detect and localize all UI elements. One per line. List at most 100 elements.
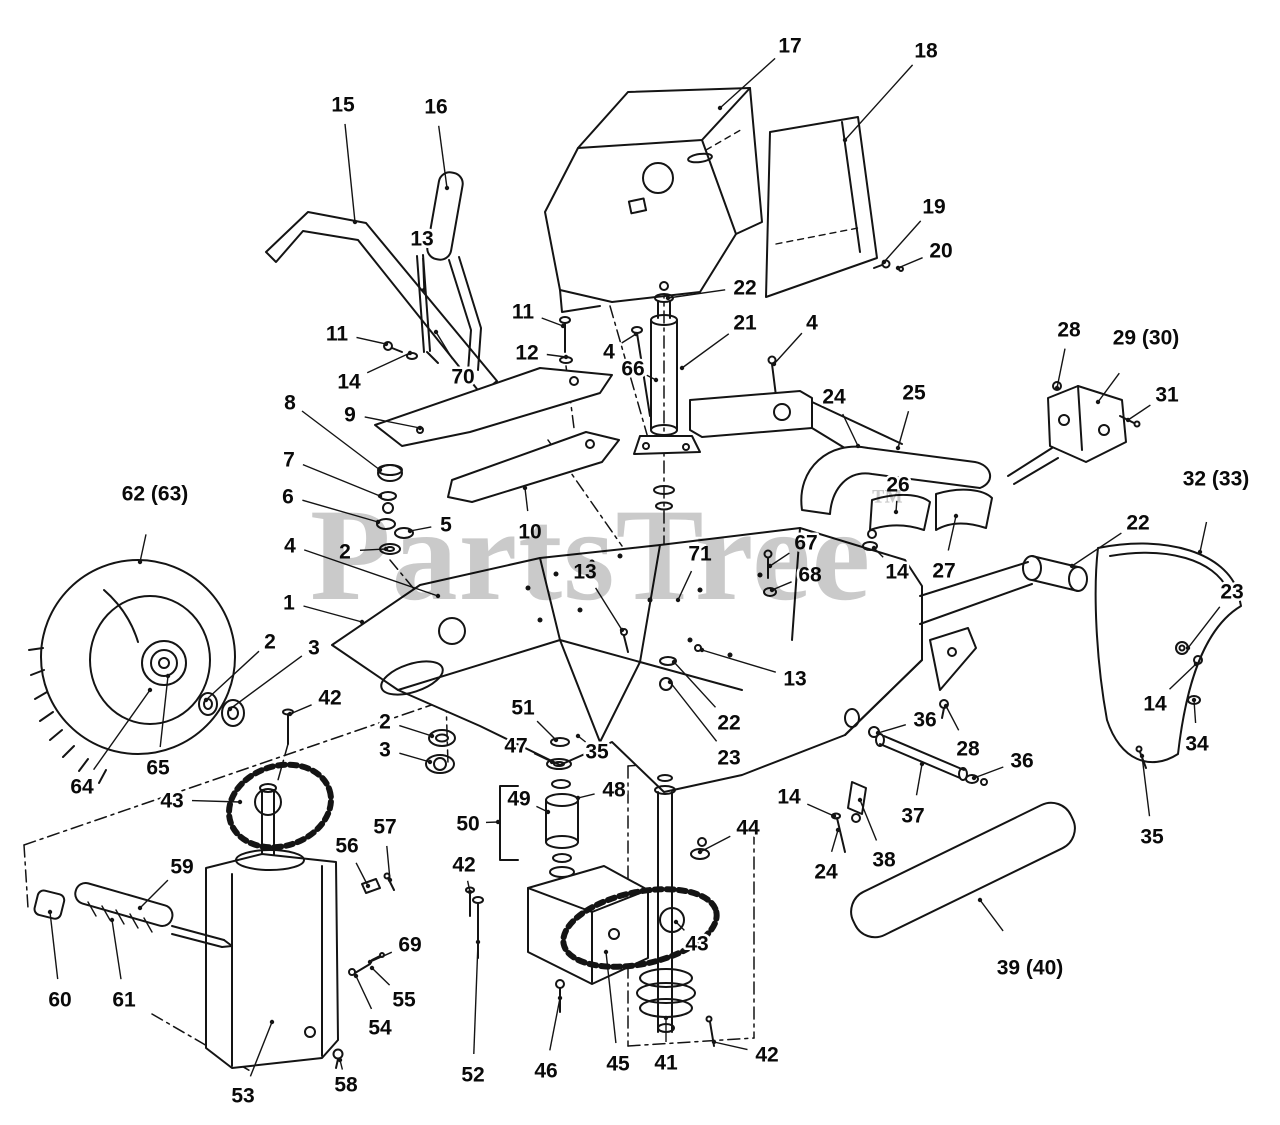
leader-line: [422, 257, 425, 291]
leader-line: [364, 416, 421, 429]
leader-line: [673, 661, 717, 708]
part-label: 67: [794, 532, 817, 555]
leader-endpoint-dot: [137, 559, 143, 565]
part-label: 60: [48, 989, 71, 1012]
part-label: 54: [368, 1017, 392, 1040]
leader-line: [93, 689, 151, 771]
spring-rod-group: [33, 881, 233, 948]
part-label: 59: [170, 856, 193, 879]
part-label: 1: [283, 592, 295, 615]
part-label: 57: [373, 816, 396, 839]
leader-endpoint-dot: [287, 711, 293, 717]
leader-endpoint-dot: [359, 619, 365, 625]
part-label: 41: [654, 1052, 678, 1075]
leader-line: [1199, 521, 1208, 553]
leader-endpoint-dot: [369, 965, 375, 971]
leader-endpoint-dot: [467, 889, 473, 895]
leader-line: [699, 835, 731, 853]
part-label: 16: [424, 96, 447, 119]
rear-panel: [765, 116, 904, 298]
leader-endpoint-dot: [1193, 661, 1199, 667]
leader-line: [1169, 663, 1197, 690]
leader-line: [669, 681, 718, 742]
part-label: 24: [822, 386, 846, 409]
leader-line: [524, 487, 529, 512]
part-label: 12: [515, 342, 538, 365]
part-label: 14: [777, 786, 801, 809]
leader-endpoint-dot: [47, 909, 53, 915]
leader-endpoint-dot: [137, 905, 143, 911]
leader-line: [1187, 606, 1221, 649]
leader-line: [947, 515, 957, 551]
leader-line: [409, 526, 432, 532]
leader-line: [541, 317, 564, 327]
leader-endpoint-dot: [679, 365, 685, 371]
leader-endpoint-dot: [699, 647, 705, 653]
leader-line: [877, 724, 907, 734]
part-label: 69: [398, 934, 421, 957]
leader-endpoint-dot: [560, 323, 566, 329]
part-label: 36: [1010, 750, 1033, 773]
leader-line: [1127, 404, 1151, 421]
pivot-arm-shield: [919, 542, 1242, 769]
part-label: 46: [534, 1060, 557, 1083]
leader-line: [897, 411, 910, 449]
leader-line: [1193, 699, 1197, 724]
part-label: 51: [511, 697, 535, 720]
leader-endpoint-dot: [383, 546, 389, 552]
leader-line: [191, 799, 241, 803]
part-label: 29 (30): [1113, 327, 1180, 350]
leader-endpoint-dot: [1054, 385, 1060, 391]
right-handle-group: [800, 381, 1141, 551]
leader-line: [49, 911, 59, 980]
leader-endpoint-dot: [673, 919, 679, 925]
leader-line: [773, 332, 803, 365]
part-label: 9: [344, 404, 356, 427]
part-label: 25: [902, 382, 926, 405]
part-label: 13: [783, 668, 806, 691]
leader-endpoint-dot: [767, 563, 773, 569]
part-label: 50: [456, 813, 479, 836]
part-label: 31: [1155, 384, 1179, 407]
part-label: 42: [318, 687, 341, 710]
part-label: 28: [1057, 319, 1081, 342]
part-label: 6: [282, 486, 294, 509]
part-label: 2: [339, 541, 351, 564]
leader-endpoint-dot: [165, 673, 171, 679]
part-label: 11: [326, 323, 349, 346]
leader-endpoint-dot: [383, 341, 389, 347]
leader-endpoint-dot: [619, 627, 625, 633]
diagram-line-art: [23, 87, 1242, 1073]
leader-endpoint-dot: [671, 659, 677, 665]
main-frame: [331, 527, 977, 793]
leader-endpoint-dot: [769, 587, 775, 593]
leader-endpoint-dot: [575, 733, 581, 739]
leader-line: [139, 534, 147, 563]
leader-endpoint-dot: [375, 519, 381, 525]
leader-line: [435, 331, 454, 360]
part-label: 37: [901, 805, 924, 828]
leader-endpoint-dot: [352, 219, 358, 225]
part-label: 15: [331, 94, 355, 117]
leader-endpoint-dot: [203, 697, 209, 703]
leader-endpoint-dot: [855, 443, 861, 449]
part-label: 27: [932, 560, 955, 583]
part-label: 13: [410, 228, 433, 251]
part-label: 71: [688, 543, 712, 566]
leader-endpoint-dot: [771, 361, 777, 367]
leader-endpoint-dot: [881, 259, 887, 265]
leader-line: [1141, 755, 1151, 817]
leader-line: [399, 724, 433, 737]
leader-endpoint-dot: [871, 545, 877, 551]
leader-lines: [47, 57, 1221, 1077]
part-label: 55: [392, 989, 416, 1012]
part-label: 43: [160, 790, 183, 813]
part-label: 56: [335, 835, 358, 858]
leader-endpoint-dot: [895, 265, 901, 271]
leader-line: [205, 650, 260, 701]
part-label: 47: [504, 735, 527, 758]
leader-line: [677, 570, 693, 601]
leader-line: [303, 605, 363, 623]
